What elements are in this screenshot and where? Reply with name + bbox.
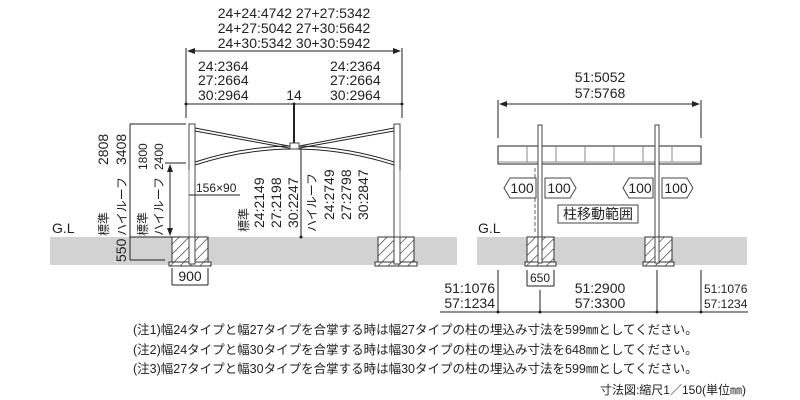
- svg-text:30:2247: 30:2247: [285, 177, 301, 228]
- total-width-57: 57:5768: [575, 85, 626, 101]
- ground-label: G.L: [52, 220, 75, 236]
- svg-text:30:2964: 30:2964: [198, 87, 249, 103]
- total-width-51: 51:5052: [575, 69, 626, 85]
- svg-text:27:2798: 27:2798: [338, 169, 354, 220]
- span-dimension: 24:2364 27:2664 30:2964 24:2364 27:2664 …: [184, 58, 404, 146]
- svg-text:27:2664: 27:2664: [198, 72, 249, 88]
- svg-text:51:2900: 51:2900: [575, 280, 626, 296]
- center-height-standard: 標準 24:2149 27:2198 30:2247: [236, 177, 301, 232]
- side-view: G.L 24+24:4742 27+27:5342 24+27:5042 27+…: [50, 5, 457, 286]
- svg-text:100: 100: [510, 180, 534, 196]
- svg-text:51:1076: 51:1076: [704, 282, 748, 296]
- svg-text:57:3300: 57:3300: [575, 295, 626, 311]
- svg-text:57:1234: 57:1234: [704, 297, 748, 311]
- notes: (注1)幅24タイプと幅27タイプを合掌する時は幅27タイプの柱の埋込み寸法を5…: [133, 322, 746, 397]
- svg-text:ハイルーフ: ハイルーフ: [305, 173, 319, 232]
- ground-band: [477, 237, 747, 265]
- note-3: (注3)幅27タイプと幅30タイプを合掌する時は幅30タイプの柱の埋込み寸法を5…: [133, 361, 698, 376]
- svg-text:14: 14: [286, 87, 302, 103]
- note-1: (注1)幅24タイプと幅27タイプを合掌する時は幅27タイプの柱の埋込み寸法を5…: [133, 322, 698, 337]
- svg-text:30:2847: 30:2847: [355, 169, 371, 220]
- svg-text:51:1076: 51:1076: [444, 280, 495, 296]
- overall-height-standard: 2808: [95, 134, 111, 165]
- carport-frame: [188, 123, 401, 265]
- svg-text:57:1234: 57:1234: [444, 295, 495, 311]
- svg-text:24:2749: 24:2749: [321, 169, 337, 220]
- svg-text:100: 100: [664, 180, 688, 196]
- svg-text:27:2198: 27:2198: [268, 177, 284, 228]
- svg-text:24+27:5042 27+30:5642: 24+27:5042 27+30:5642: [218, 20, 371, 36]
- svg-text:27:2664: 27:2664: [330, 72, 381, 88]
- svg-text:ハイルーフ: ハイルーフ: [115, 177, 129, 236]
- front-view: G.L 51:5052 57:5768 100 100 100 100: [440, 69, 748, 314]
- svg-text:ハイルーフ: ハイルーフ: [152, 177, 166, 236]
- post-size-label: 156×90: [196, 181, 237, 195]
- clearance-highroof: 2400: [152, 143, 166, 170]
- embed-depth: 550: [113, 238, 129, 262]
- scale-note: 寸法図:縮尺1／150(単位㎜): [600, 382, 746, 397]
- svg-text:100: 100: [547, 180, 571, 196]
- svg-text:標準: 標準: [96, 212, 111, 236]
- clearance-standard: 1800: [136, 143, 150, 170]
- footing-width: 900: [178, 268, 202, 284]
- front-footing-width: 650: [530, 271, 550, 285]
- ground-label: G.L: [478, 220, 501, 236]
- roof-panel: [497, 145, 702, 165]
- svg-text:24:2149: 24:2149: [251, 177, 267, 228]
- svg-text:24:2364: 24:2364: [330, 58, 381, 74]
- svg-text:24+24:4742 27+27:5342: 24+24:4742 27+27:5342: [218, 5, 371, 21]
- center-height-highroof: ハイルーフ 24:2749 27:2798 30:2847: [305, 169, 371, 232]
- svg-text:24:2364: 24:2364: [198, 58, 249, 74]
- svg-text:24+30:5342 30+30:5942: 24+30:5342 30+30:5942: [218, 35, 371, 51]
- svg-text:標準: 標準: [236, 208, 251, 232]
- svg-text:30:2964: 30:2964: [330, 87, 381, 103]
- note-2: (注2)幅24タイプと幅30タイプを合掌する時は幅30タイプの柱の埋込み寸法を6…: [133, 342, 698, 357]
- move-range-label: 柱移動範囲: [563, 206, 633, 222]
- total-width-dimension: 24+24:4742 27+27:5342 24+27:5042 27+30:5…: [185, 5, 403, 118]
- svg-text:標準: 標準: [135, 212, 150, 236]
- move-arrows: 100 100 100 100: [503, 177, 694, 199]
- overall-height-highroof: 3408: [113, 134, 129, 165]
- svg-text:100: 100: [628, 180, 652, 196]
